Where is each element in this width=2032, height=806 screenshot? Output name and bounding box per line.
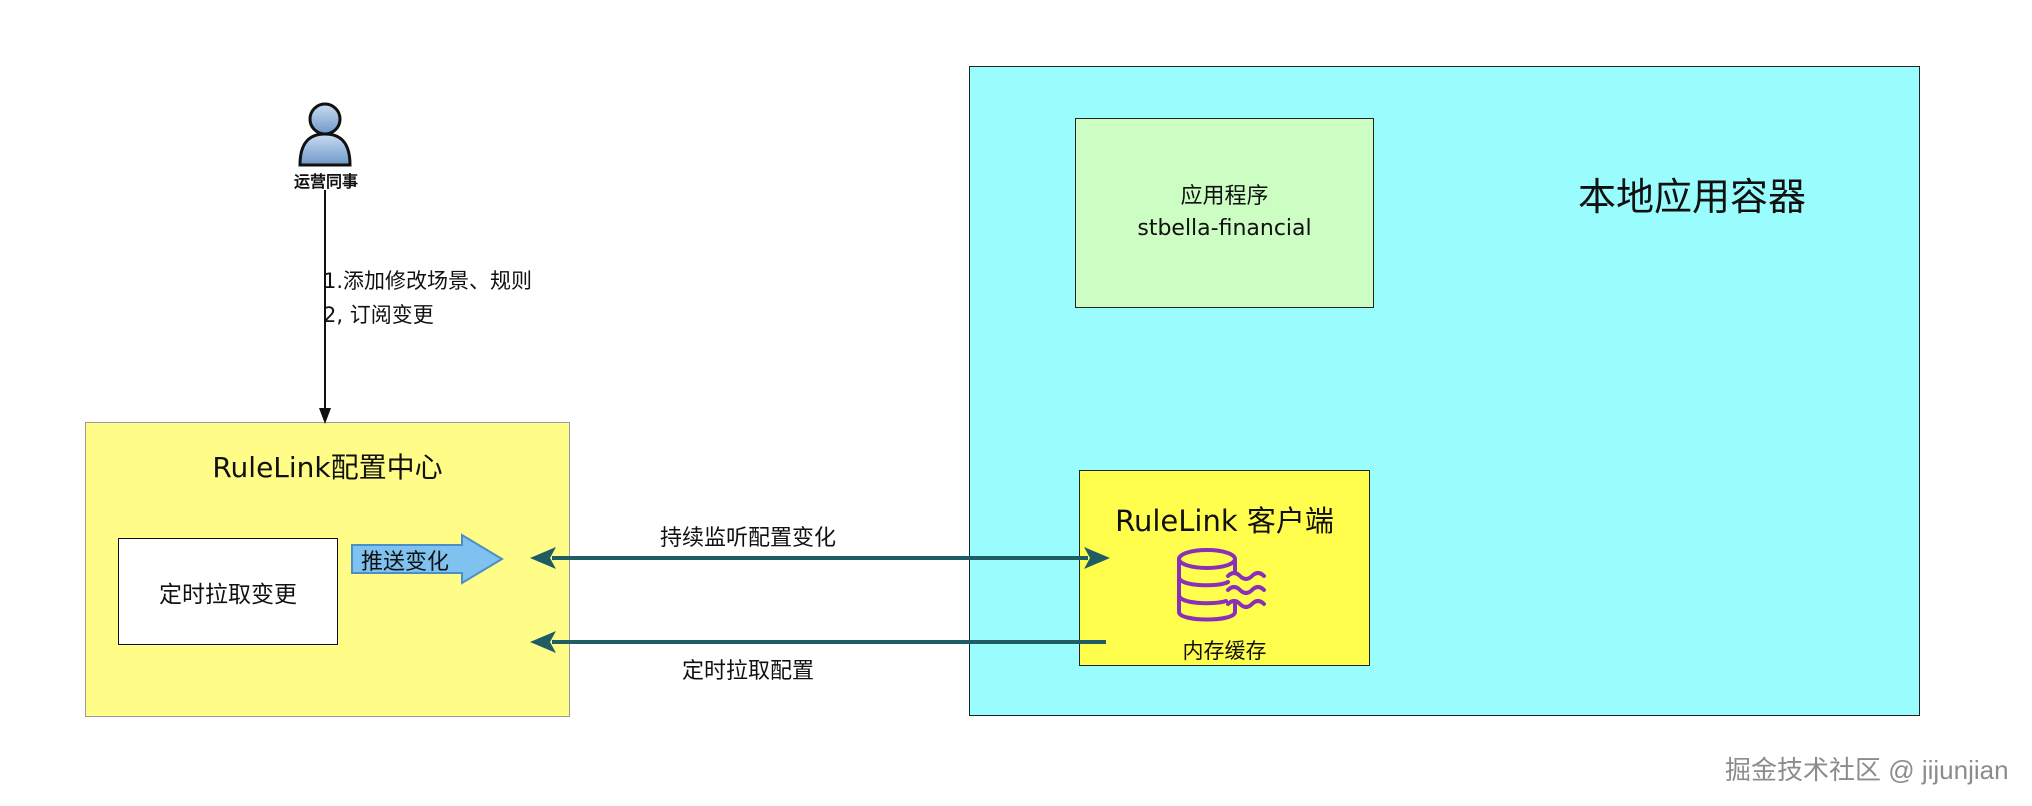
watermark: 掘金技术社区 @ jijunjian: [1725, 755, 2009, 785]
pull-changes-label: 定时拉取变更: [159, 581, 297, 608]
config-center-title: RuleLink配置中心: [212, 451, 443, 484]
pull-config-label: 定时拉取配置: [681, 659, 814, 684]
push-changes-label: 推送变化: [360, 550, 449, 575]
pull-changes-box[interactable]: 定时拉取变更: [118, 538, 338, 645]
memory-cache-label: 内存缓存: [1182, 639, 1267, 663]
operations-colleague-label: 运营同事: [293, 172, 358, 191]
listen-connector: [530, 547, 1110, 569]
memory-cache-icon: [1177, 548, 1266, 622]
pull-connector: [530, 631, 1106, 653]
local-container-label: 本地应用容器: [1578, 175, 1807, 219]
user-actor-icon: [298, 102, 352, 167]
rulelink-client-title: RuleLink 客户端: [1115, 504, 1334, 538]
subscribe-arrow: [319, 190, 331, 424]
step-instructions: 1.添加修改场景、规则 2, 订阅变更: [323, 269, 533, 327]
listen-changes-label: 持续监听配置变化: [659, 526, 836, 551]
push-arrow: [351, 533, 504, 585]
application-name: stbella-financial: [1137, 216, 1312, 241]
application-title: 应用程序: [1180, 184, 1269, 209]
application-box[interactable]: 应用程序 stbella-financial: [1075, 118, 1374, 308]
